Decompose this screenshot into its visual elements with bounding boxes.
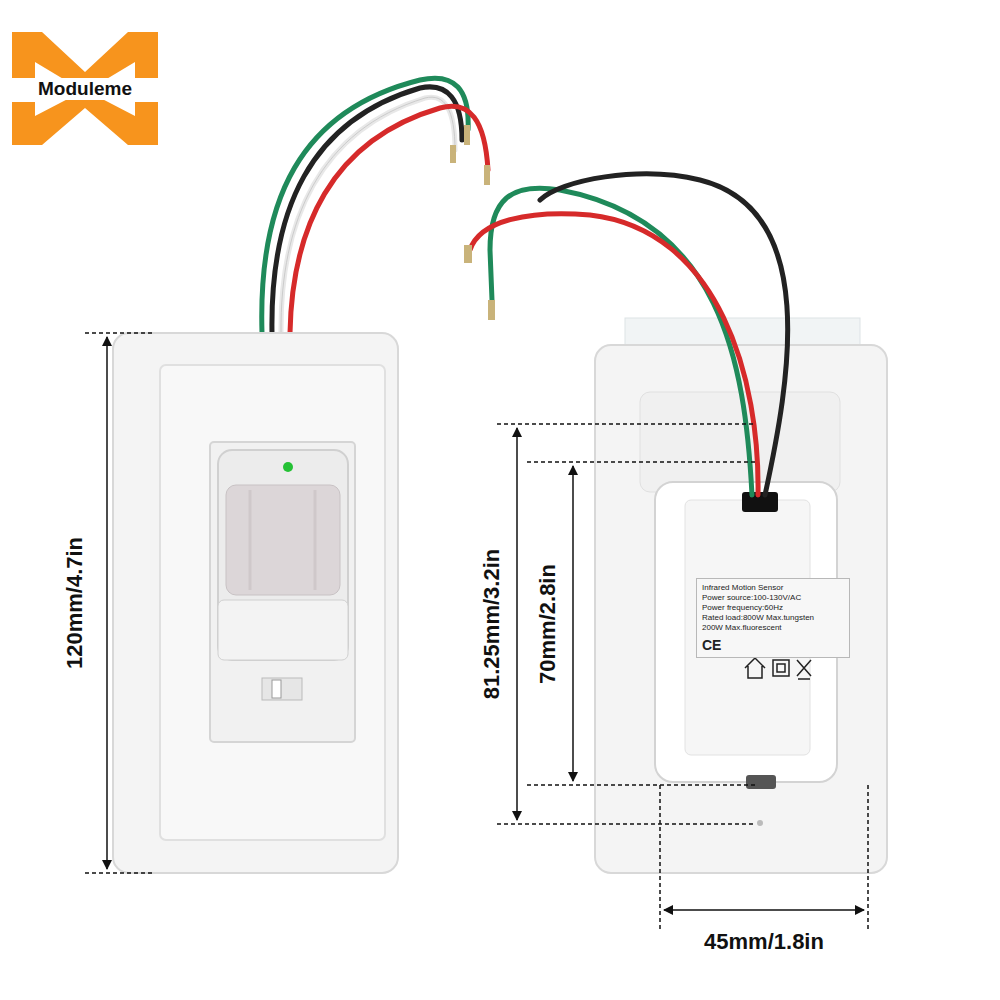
certification-mark: CE — [702, 637, 844, 653]
spec-text: Power frequency:60Hz — [702, 603, 844, 613]
dimension-label: 81.25mm/3.2in — [479, 549, 505, 699]
spec-text: 200W Max.fluorescent — [702, 623, 844, 633]
spec-text: Power source:100-130V/AC — [702, 593, 844, 603]
spec-sticker: Infrared Motion SensorPower source:100-1… — [696, 578, 850, 658]
dimension-label: 120mm/4.7in — [62, 537, 88, 669]
spec-text: Rated load:800W Max.tungsten — [702, 613, 844, 623]
spec-text: Infrared Motion Sensor — [702, 583, 844, 593]
brand-logo-text: Moduleme — [36, 78, 134, 100]
dimension-label: 45mm/1.8in — [704, 929, 824, 955]
dimension-label: 70mm/2.8in — [535, 564, 561, 684]
